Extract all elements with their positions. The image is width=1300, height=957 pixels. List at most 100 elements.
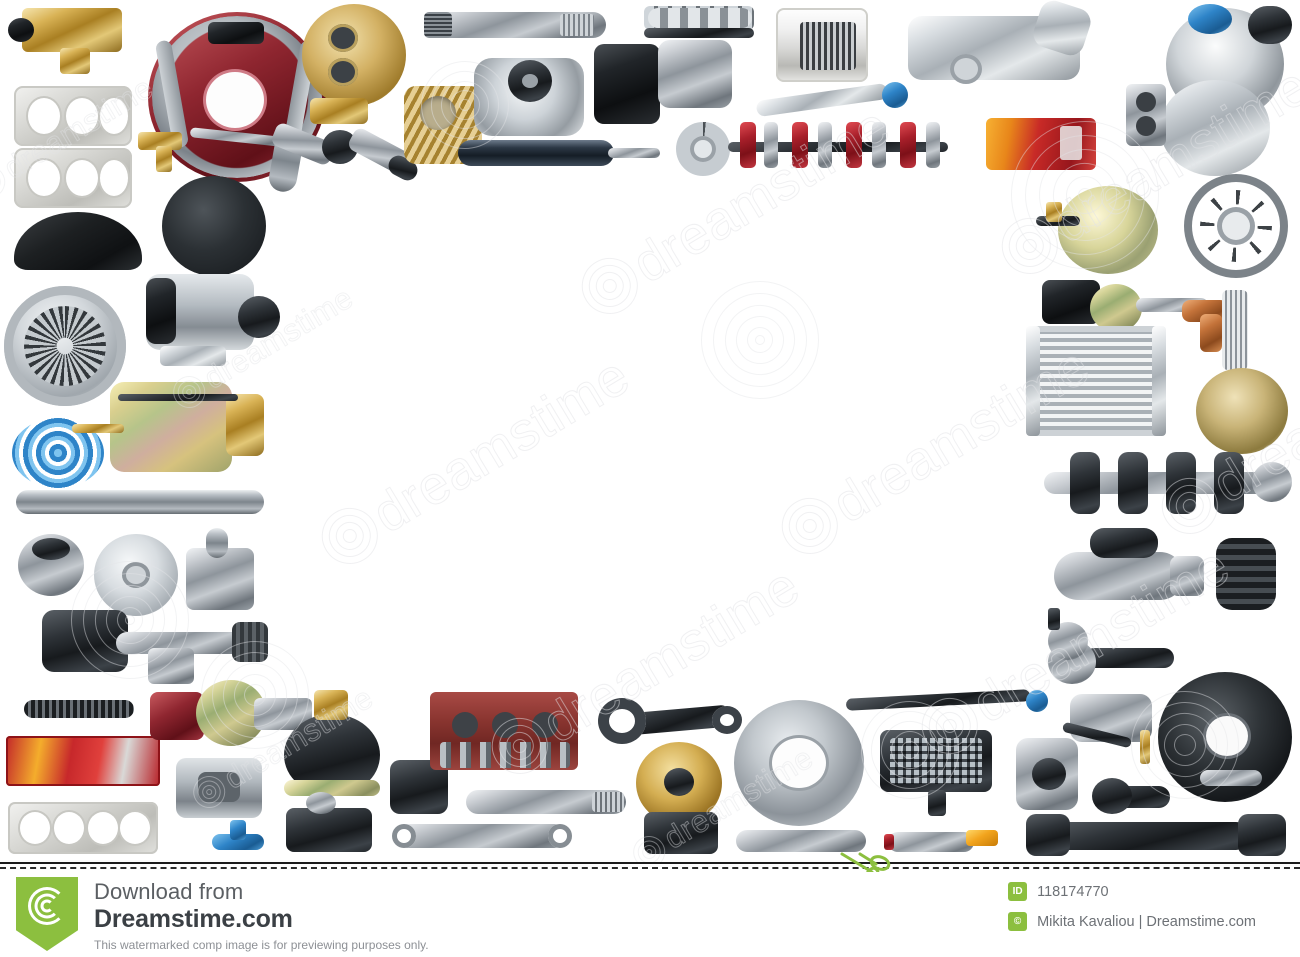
part-wheel-axle bbox=[736, 830, 866, 852]
oil-filter-pleats bbox=[800, 22, 856, 70]
part-steel-tube bbox=[16, 490, 264, 514]
radiator-tank-left bbox=[1026, 326, 1040, 436]
gasket-bore-a1 bbox=[28, 98, 60, 134]
part-starter-motor-body bbox=[1054, 552, 1184, 600]
input-shaft-gear-teeth bbox=[560, 14, 594, 36]
logo-spiral-icon bbox=[27, 886, 67, 926]
rear-drum-backplate-hub bbox=[1206, 716, 1248, 756]
radiator-tank-right bbox=[1152, 326, 1166, 436]
crankshaft-web-1 bbox=[1070, 452, 1100, 514]
brake-chamber-hose bbox=[118, 394, 238, 401]
part-rear-combination-lamp bbox=[6, 736, 160, 786]
timing-gear-hub bbox=[690, 136, 716, 162]
part-ignition-coil-terminal bbox=[8, 18, 34, 42]
cut-line bbox=[0, 852, 1300, 884]
crankshaft-web-2 bbox=[1118, 452, 1148, 514]
gasket-bore-b3 bbox=[100, 160, 128, 196]
ps-pump-reservoir-cap bbox=[306, 792, 336, 814]
part-cv-joint-housing bbox=[1196, 368, 1288, 454]
pneumatic-tee-branch bbox=[230, 820, 246, 840]
cut-line-dashed bbox=[0, 867, 1300, 869]
part-tie-rod bbox=[845, 689, 1031, 711]
dreamstime-domain-label[interactable]: Dreamstime.com bbox=[94, 905, 293, 933]
part-steering-column-shaft bbox=[116, 632, 248, 654]
copyright-value[interactable]: Mikita Kavaliou | Dreamstime.com bbox=[1037, 913, 1256, 930]
rocker-arm-3 bbox=[792, 122, 808, 168]
input-shaft-splines bbox=[424, 12, 452, 38]
rocker-arm-4 bbox=[818, 122, 832, 168]
starter-drive-end bbox=[1170, 556, 1204, 596]
dreamstime-spiral-logo-icon bbox=[16, 877, 78, 951]
brand-block[interactable]: Download from Dreamstime.com This waterm… bbox=[16, 877, 429, 954]
part-fuel-injector bbox=[888, 832, 974, 852]
copyright-badge-icon: © bbox=[1008, 912, 1028, 931]
watermark-note: This watermarked comp image is for previ… bbox=[94, 938, 429, 952]
gasket-c-bore4 bbox=[120, 812, 150, 844]
helical-gear-bore bbox=[420, 96, 456, 130]
part-carburetor bbox=[302, 4, 406, 106]
gasket-c-bore3 bbox=[88, 812, 118, 844]
part-pneumatic-tee bbox=[212, 834, 264, 850]
cylinder-head-bore1 bbox=[452, 712, 478, 738]
watermarked-comp-image: dreamstime dreamstime dreamstime dreamst… bbox=[0, 0, 1300, 862]
carburetor-float-bowl bbox=[310, 98, 368, 124]
carburetor-barrel-2 bbox=[328, 58, 358, 86]
part-output-shaft-flange bbox=[186, 548, 254, 610]
tie-rod-seal bbox=[1026, 690, 1048, 712]
part-radiator-core bbox=[1032, 326, 1160, 436]
gasket-bore-a3 bbox=[100, 98, 128, 134]
radiator-cap-top bbox=[32, 538, 70, 560]
part-turbocharger-turbine-housing bbox=[1160, 80, 1270, 176]
rocker-shaft-top bbox=[644, 28, 754, 38]
rocker-arm-8 bbox=[926, 122, 940, 168]
ball-joint-stud bbox=[1048, 608, 1060, 630]
alternator-left-foot bbox=[160, 346, 226, 366]
brake-chamber-bottom-top bbox=[314, 690, 348, 720]
rocker-arm-1 bbox=[740, 122, 756, 168]
wheel-hub-center-bore bbox=[122, 562, 150, 588]
fuel-injector-seal bbox=[884, 834, 894, 850]
gasket-bore-a2 bbox=[66, 98, 98, 134]
turbo-inlet-snout bbox=[1248, 6, 1292, 44]
diaphragm-bolt-circle bbox=[168, 182, 260, 270]
alternator-left-rear-cap bbox=[146, 278, 176, 344]
drive-shaft-yoke-left bbox=[1026, 814, 1070, 856]
part-steering-column-head bbox=[42, 610, 128, 672]
part-brass-tee-fitting bbox=[138, 132, 182, 150]
brake-drum-center-bore bbox=[772, 738, 826, 788]
gasket-bore-b1 bbox=[28, 160, 60, 196]
gasket-c-bore1 bbox=[20, 812, 50, 844]
part-power-steering-pump bbox=[286, 808, 372, 852]
part-water-pump-housing bbox=[644, 812, 718, 854]
part-return-spring bbox=[24, 700, 134, 718]
cylinder-head-bore2 bbox=[492, 712, 518, 738]
id-badge-icon: ID bbox=[1008, 882, 1028, 901]
alternator-left-pulley bbox=[238, 296, 280, 338]
grille-lamp-mesh bbox=[890, 738, 982, 784]
drum-brake-hub-bore bbox=[206, 72, 264, 128]
crankshaft-web-4 bbox=[1214, 452, 1244, 514]
pressure-plate-fingers bbox=[24, 306, 106, 386]
tail-light-reverse-lens bbox=[1060, 126, 1082, 160]
grille-lamp-stalk bbox=[928, 790, 946, 816]
cylinder-head-bore3 bbox=[532, 712, 558, 738]
part-valve-rocker-shaft bbox=[728, 142, 948, 152]
copper-elbow-leg bbox=[1200, 314, 1222, 352]
hydraulic-cylinder-eye-right bbox=[548, 824, 572, 848]
brake-chamber-flange bbox=[226, 394, 264, 456]
turbo-flange-port-2 bbox=[1136, 116, 1156, 136]
part-hydraulic-cylinder bbox=[394, 824, 566, 848]
gasket-c-bore2 bbox=[54, 812, 84, 844]
rocker-arm-6 bbox=[872, 122, 886, 168]
crankshaft-flange bbox=[1252, 462, 1292, 502]
hydraulic-cylinder-eye-left bbox=[392, 824, 416, 848]
part-distributor-cap bbox=[150, 692, 204, 740]
turbo-flange-port-1 bbox=[1136, 92, 1156, 112]
ignition-switch-key bbox=[1140, 730, 1150, 764]
rocker-arm-7 bbox=[900, 122, 916, 168]
starter-solenoid bbox=[1090, 528, 1158, 558]
alternator-fan-hub bbox=[522, 74, 538, 88]
carburetor-barrel-1 bbox=[328, 24, 358, 52]
intercooler-pipe-end bbox=[882, 82, 908, 108]
image-id-row: ID 118174770 bbox=[1008, 882, 1256, 901]
